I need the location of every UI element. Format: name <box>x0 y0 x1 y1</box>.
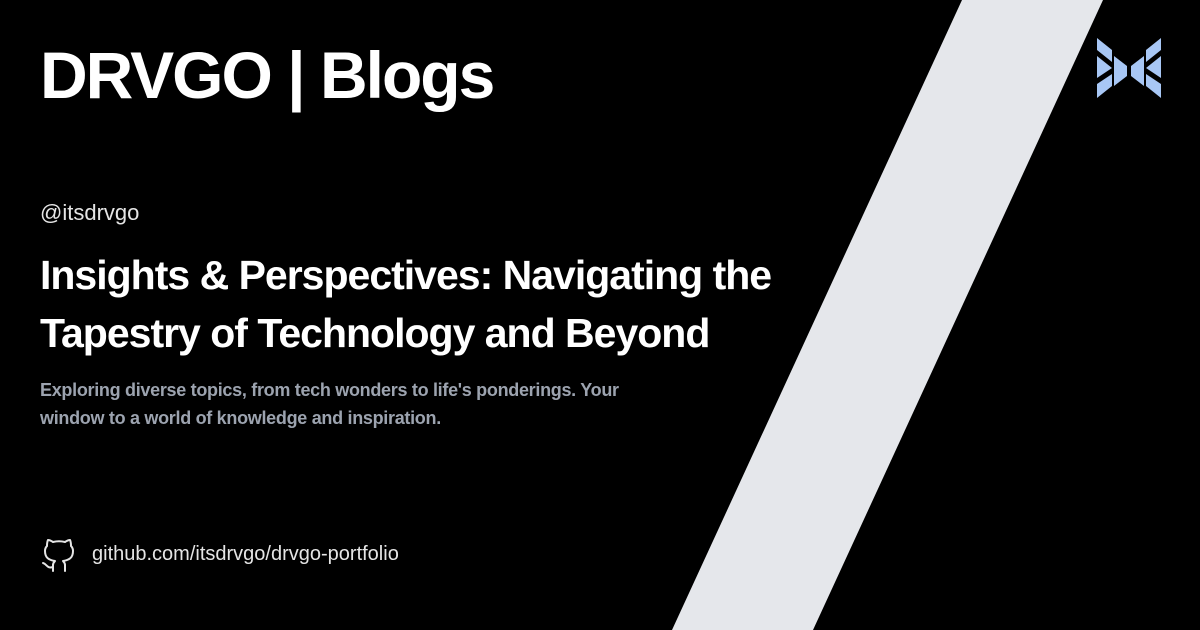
blog-headline: Insights & Perspectives: Navigating the … <box>40 252 772 356</box>
site-title: DRVGO | Blogs <box>40 38 495 112</box>
author-handle: @itsdrvgo <box>40 200 140 225</box>
repo-link-row[interactable]: github.com/itsdrvgo/drvgo-portfolio <box>40 534 399 574</box>
blog-description: Exploring diverse topics, from tech wond… <box>40 380 619 428</box>
github-icon <box>42 539 74 572</box>
drvgo-logo-icon <box>1097 38 1161 98</box>
repo-link[interactable]: github.com/itsdrvgo/drvgo-portfolio <box>92 543 399 565</box>
